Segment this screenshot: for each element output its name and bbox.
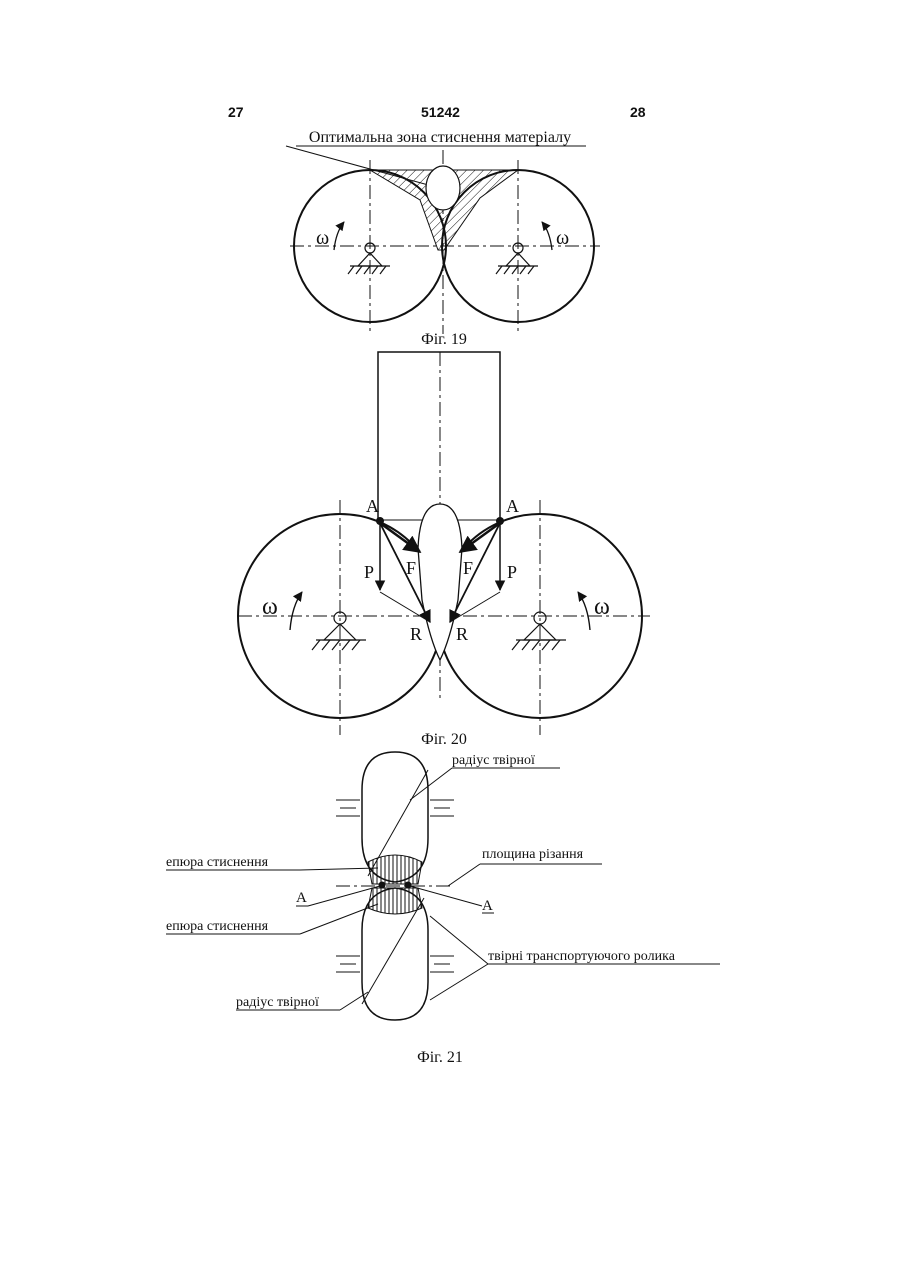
fig19-omega-left: ω	[316, 227, 329, 249]
figure-21: радіус твірної епюра стиснення площина р…	[166, 752, 720, 1066]
fig21-leader-cut-plane	[448, 864, 480, 886]
figure-19: Оптимальна зона стиснення матеріалу	[286, 129, 600, 348]
fig21-label-stress-lower: епюра стиснення	[166, 919, 269, 934]
fig21-label-stress-upper: епюра стиснення	[166, 855, 269, 870]
fig20-label-p-right: P	[507, 562, 517, 582]
fig19-caption: Фіг. 19	[421, 331, 467, 348]
fig20-omega-right: ω	[594, 594, 610, 620]
fig21-caption: Фіг. 21	[417, 1049, 463, 1066]
fig20-support-right	[512, 612, 566, 650]
figure-20: A A P P F F R R	[238, 352, 650, 748]
fig19-material-particle	[426, 166, 460, 210]
fig19-title: Оптимальна зона стиснення матеріалу	[309, 129, 571, 146]
fig21-label-generatrices: твірні транспортуючого ролика	[488, 949, 676, 964]
fig20-force-f-left	[380, 523, 420, 552]
fig20-label-f-left: F	[406, 558, 416, 578]
fig21-label-a-right: A	[482, 898, 493, 914]
fig21-leader-generatrices-2	[430, 964, 488, 1000]
fig21-point-a-right	[405, 882, 412, 889]
fig19-omega-right: ω	[556, 227, 569, 249]
fig20-label-a-right: A	[506, 496, 519, 516]
fig20-label-f-right: F	[463, 558, 473, 578]
fig20-label-a-left: A	[366, 496, 379, 516]
fig20-omega-left: ω	[262, 594, 278, 620]
fig20-hopper	[378, 352, 500, 520]
fig20-label-r-right: R	[456, 624, 468, 644]
fig21-label-radius-bottom: радіус твірної	[236, 995, 319, 1010]
fig20-label-r-left: R	[410, 624, 422, 644]
fig19-support-left	[348, 243, 390, 274]
fig21-label-cut-plane: площина різання	[482, 847, 584, 862]
fig21-label-radius-top: радіус твірної	[452, 753, 535, 768]
fig21-leader-stress-upper	[300, 868, 378, 870]
fig20-force-f-right	[460, 523, 500, 552]
fig21-leader-generatrices-1	[430, 916, 488, 964]
fig20-rotation-arrow-right-icon	[578, 592, 590, 630]
fig20-label-p-left: P	[364, 562, 374, 582]
fig20-caption: Фіг. 20	[421, 731, 467, 748]
fig20-support-left	[312, 612, 366, 650]
fig21-label-a-left: A	[296, 890, 307, 906]
fig20-rotation-arrow-left-icon	[290, 592, 302, 630]
fig21-stress-diagram-upper	[368, 855, 422, 884]
fig19-support-right	[496, 243, 538, 274]
fig21-stress-diagram-lower	[368, 888, 422, 914]
fig21-point-a-left	[379, 882, 386, 889]
